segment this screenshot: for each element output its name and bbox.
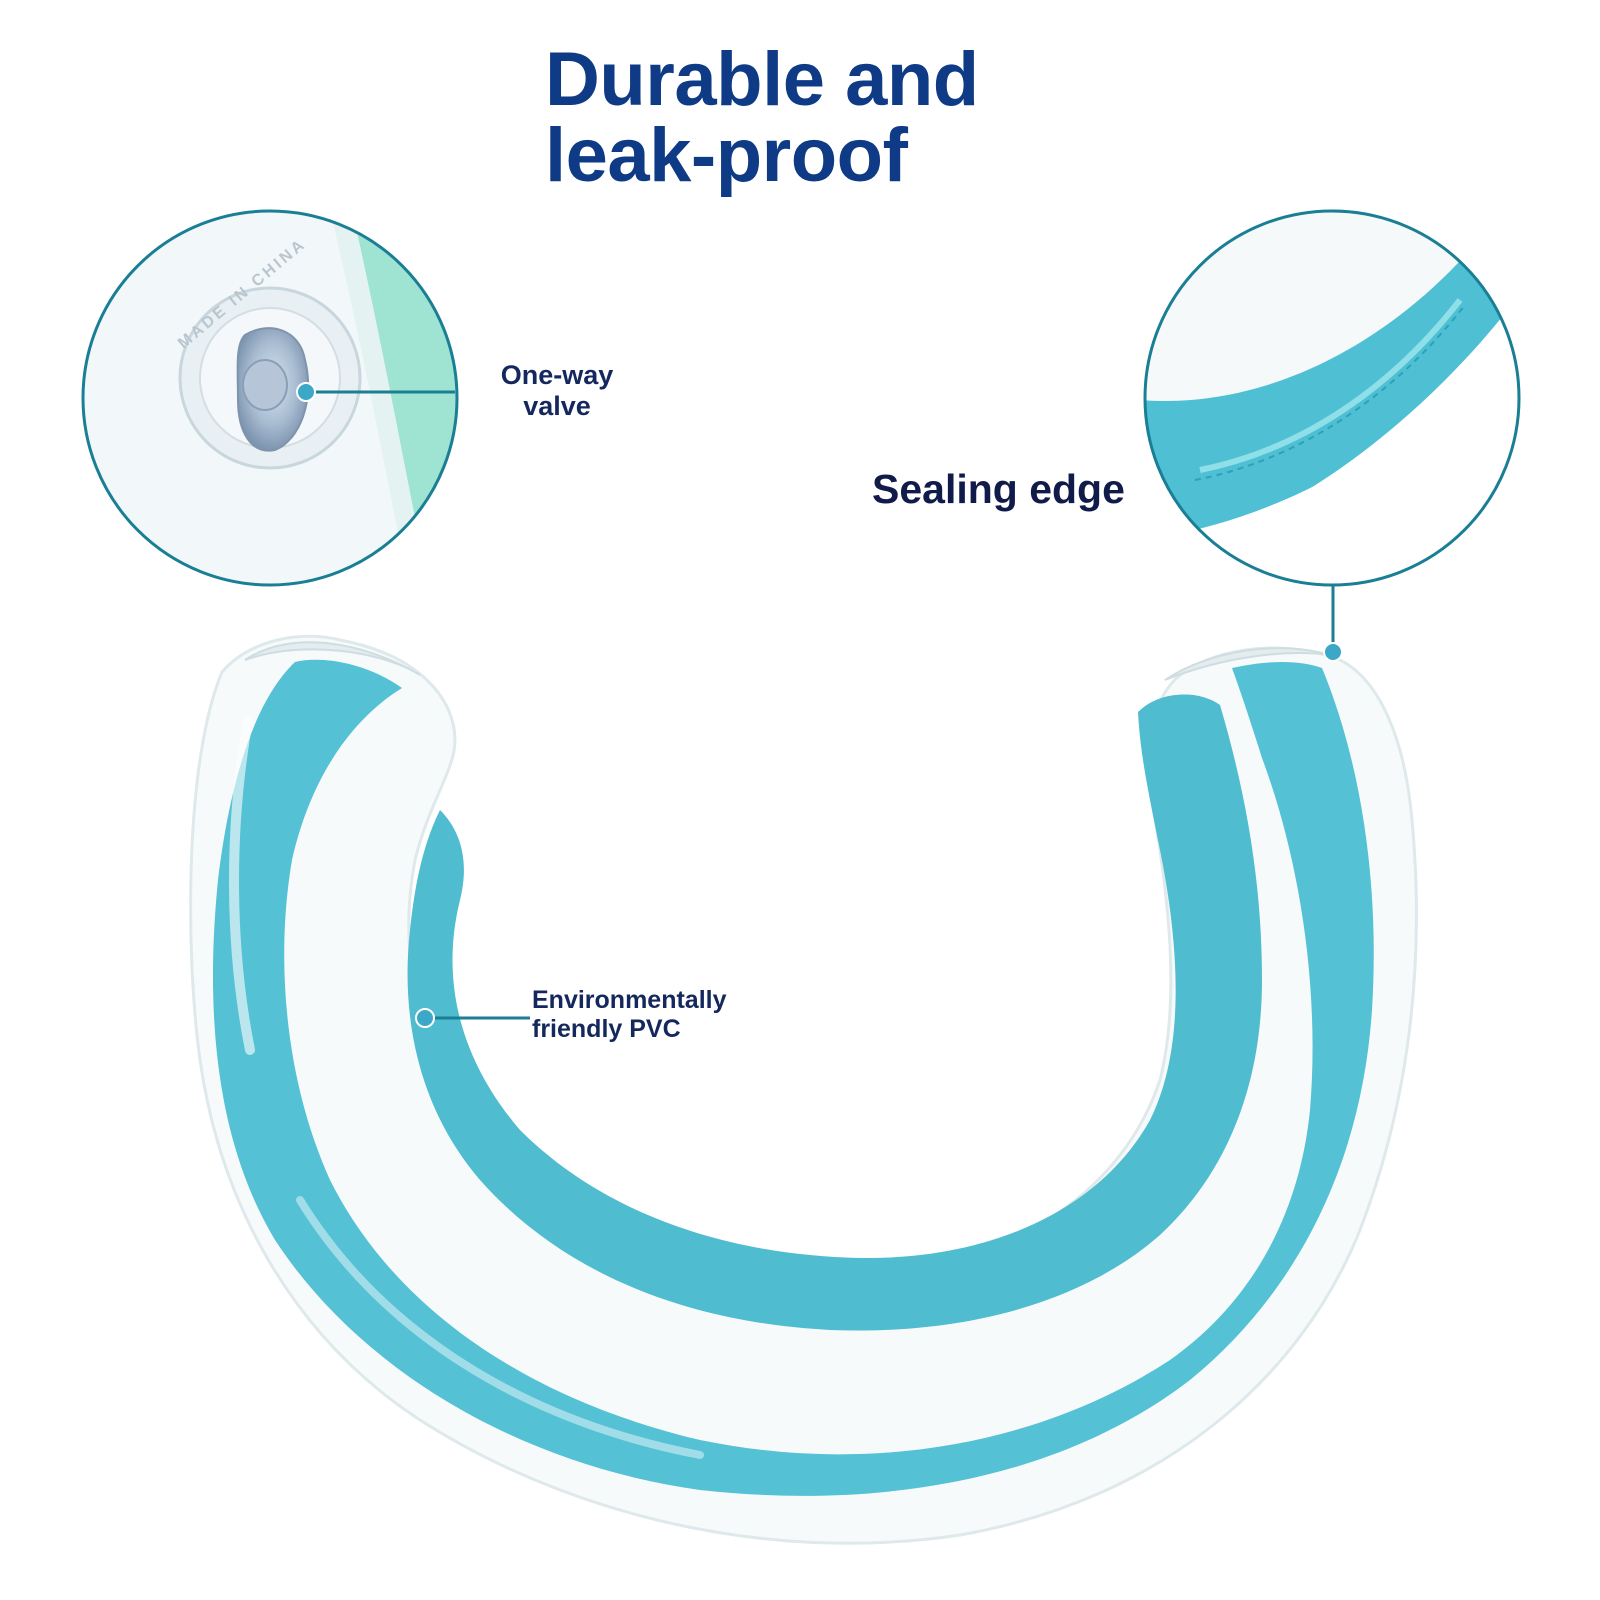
ring-inner-blue-stripe (407, 694, 1263, 1331)
seal-callout-label: Sealing edge (872, 466, 1125, 512)
valve-callout-line-2: valve (523, 391, 591, 421)
pvc-callout-line-2: friendly PVC (532, 1015, 681, 1043)
title-line-1: Durable and (545, 37, 979, 122)
page-title: Durable and leak-proof (545, 42, 1025, 194)
ring-outer-blue-stripe (212, 659, 1374, 1496)
ring-highlight (229, 715, 255, 1055)
seal-zoom-circle (1143, 209, 1521, 662)
pvc-pointer (415, 1008, 530, 1028)
pvc-callout-line-1: Environmentally (532, 986, 727, 1014)
float-ring (189, 634, 1418, 1545)
pvc-callout-label: Environmentally friendly PVC (532, 986, 772, 1044)
valve-callout-line-1: One-way (500, 360, 614, 390)
ring-left-cap (244, 641, 421, 676)
valve-zoom-circle: MADE IN CHINA (81, 209, 459, 587)
valve-callout-label: One-way valve (482, 360, 632, 422)
title-line-2: leak-proof (545, 113, 908, 198)
